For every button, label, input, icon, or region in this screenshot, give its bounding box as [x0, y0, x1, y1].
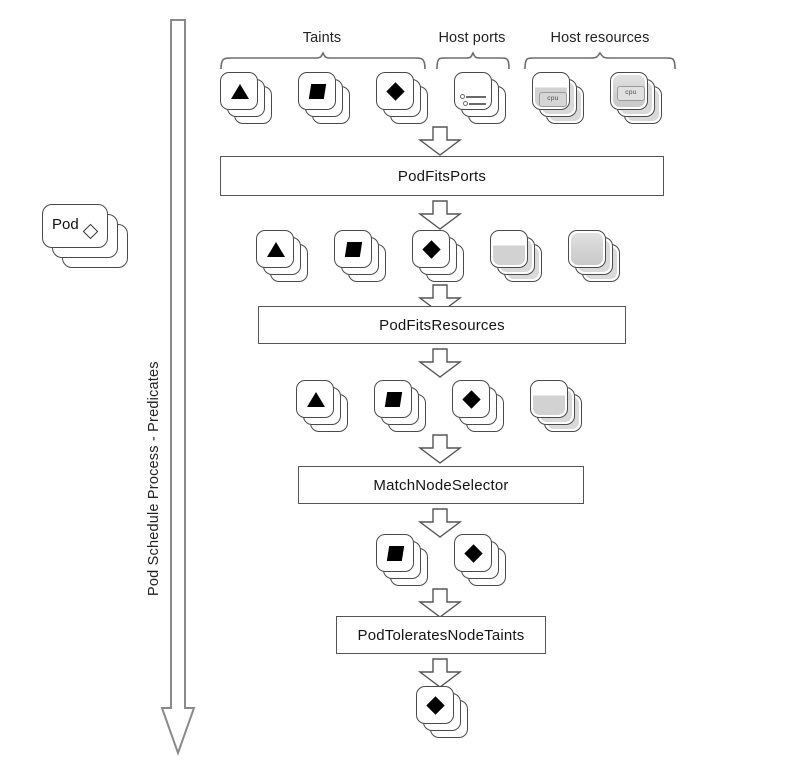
- square-icon: [344, 242, 363, 257]
- square-icon: [386, 546, 405, 561]
- brace-taints: [220, 51, 426, 70]
- diamond-icon: [386, 82, 405, 101]
- group-label-host-resources: Host resources: [550, 30, 650, 46]
- card-front: [452, 380, 490, 418]
- diamond-icon: [464, 544, 483, 563]
- node-stack-square: [376, 534, 432, 590]
- pod-label: Pod: [52, 216, 79, 233]
- card-front: [296, 380, 334, 418]
- card-front: [376, 72, 414, 110]
- flow-arrow-2: [418, 200, 462, 230]
- port-icon: [460, 93, 488, 107]
- process-flow-arrow: [160, 18, 196, 756]
- node-stack-diamond: [376, 72, 432, 128]
- card-front: [530, 380, 568, 418]
- triangle-icon: [307, 392, 325, 407]
- triangle-icon: [267, 242, 285, 257]
- predicate-box-podfitsresources[interactable]: PodFitsResources: [258, 306, 626, 344]
- card-front: [568, 230, 606, 268]
- pod-card-front: Pod: [42, 204, 108, 248]
- predicate-box-matchnodeselector[interactable]: MatchNodeSelector: [298, 466, 584, 504]
- diamond-icon: [462, 390, 481, 409]
- node-stack-diamond: [412, 230, 468, 286]
- flow-arrow-3: [418, 284, 462, 314]
- brace-host-ports: [436, 51, 510, 70]
- pod-stack: Pod: [42, 204, 128, 268]
- node-stack-host-port: [454, 72, 510, 128]
- flow-arrow-8: [418, 658, 462, 688]
- node-stack-cpu-light: cpu: [532, 72, 588, 128]
- node-stack-diamond-final: [416, 686, 472, 742]
- card-front: cpu: [532, 72, 570, 110]
- card-front: [298, 72, 336, 110]
- diamond-icon: [426, 696, 445, 715]
- card-front: [490, 230, 528, 268]
- node-stack-diamond: [452, 380, 508, 436]
- diamond-icon: [422, 240, 441, 259]
- cpu-icon: cpu: [617, 86, 645, 101]
- card-front: [416, 686, 454, 724]
- card-front: [334, 230, 372, 268]
- predicate-box-podtoleratesnodetaints[interactable]: PodToleratesNodeTaints: [336, 616, 546, 654]
- process-caption: Pod Schedule Process - Predicates: [146, 361, 162, 596]
- card-front: cpu: [610, 72, 648, 110]
- node-stack-square: [298, 72, 354, 128]
- node-stack-cpu-dark: cpu: [610, 72, 666, 128]
- card-front: [256, 230, 294, 268]
- triangle-icon: [231, 84, 249, 99]
- brace-host-resources: [524, 51, 676, 70]
- node-stack-square: [374, 380, 430, 436]
- card-front: [374, 380, 412, 418]
- card-front: [376, 534, 414, 572]
- node-stack-square: [334, 230, 390, 286]
- node-stack-triangle: [296, 380, 352, 436]
- flow-arrow-4: [418, 348, 462, 378]
- node-stack-grey-light: [530, 380, 586, 436]
- flow-arrow-6: [418, 508, 462, 538]
- node-stack-grey-light: [490, 230, 546, 286]
- square-icon: [308, 84, 327, 99]
- node-stack-grey-dark: [568, 230, 624, 286]
- card-front: [454, 72, 492, 110]
- flow-arrow-1: [418, 126, 462, 156]
- node-stack-diamond: [454, 534, 510, 590]
- card-front: [412, 230, 450, 268]
- group-label-taints: Taints: [302, 30, 342, 46]
- node-stack-triangle: [256, 230, 312, 286]
- node-stack-triangle: [220, 72, 276, 128]
- flow-arrow-5: [418, 434, 462, 464]
- flow-arrow-7: [418, 588, 462, 618]
- diamond-outline-icon: [82, 223, 99, 240]
- card-front: [454, 534, 492, 572]
- group-label-host-ports: Host ports: [438, 30, 506, 46]
- predicate-box-podfitsports[interactable]: PodFitsPorts: [220, 156, 664, 196]
- card-front: [220, 72, 258, 110]
- cpu-icon: cpu: [539, 92, 567, 107]
- square-icon: [384, 392, 403, 407]
